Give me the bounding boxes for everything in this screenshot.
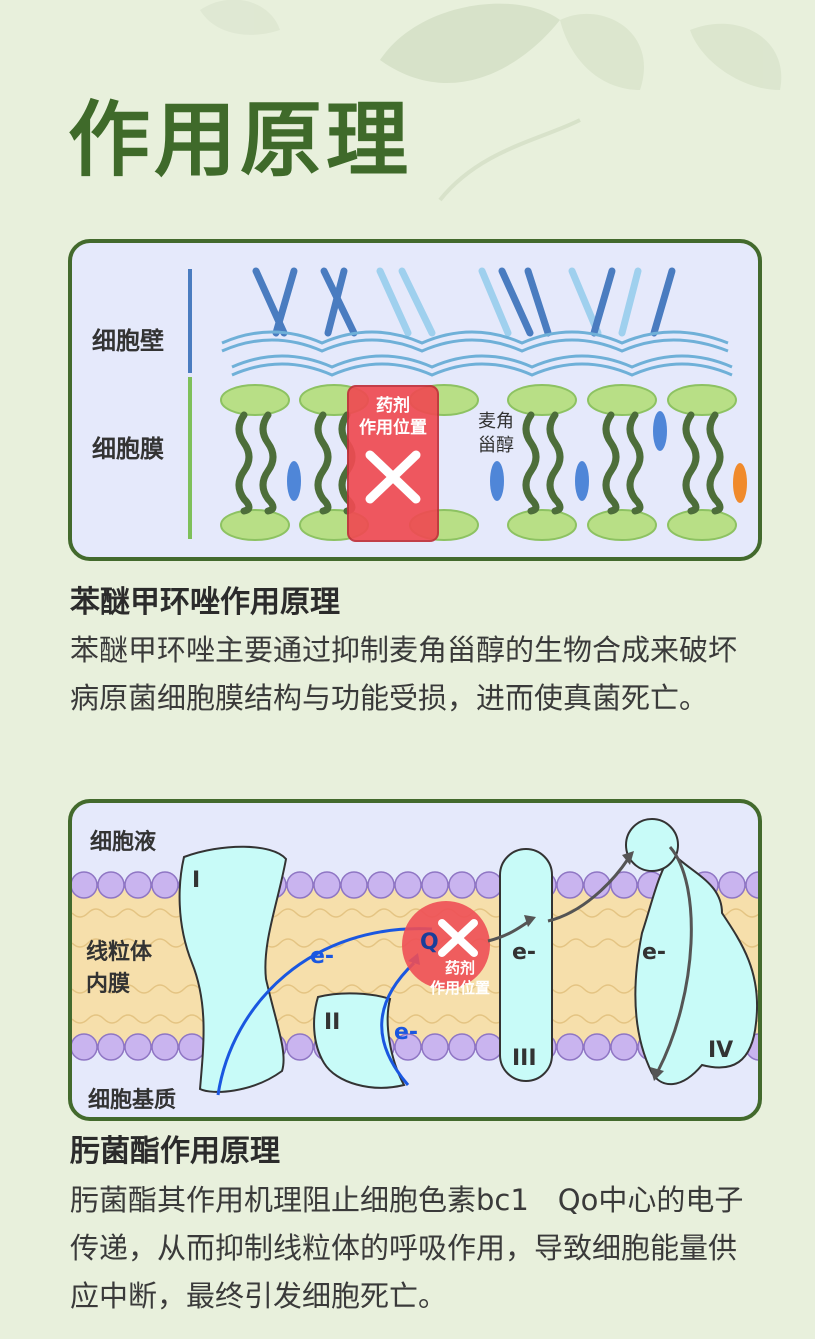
electron-flow-complex2 [380,961,416,1086]
complex-4-label: IV [708,1038,733,1063]
label-matrix: 细胞基质 [88,1087,176,1113]
drug-site-label-line1: 药剂 [376,395,410,416]
label-cell-wall: 细胞壁 [92,327,164,355]
complex-1 [178,845,288,1093]
complex-3-label: III [512,1046,537,1071]
page-title: 作用原理 [68,93,413,188]
drug-site-box: 药剂 作用位置 [347,385,439,542]
complex-2-label: II [324,1010,340,1035]
complex-1-label: I [192,868,200,893]
block-x-icon [365,450,421,504]
cell-membrane-diagram: 细胞壁 细胞膜 [68,239,762,561]
complex-2-electron: e- [394,1020,418,1045]
qo-drug-label-line2: 作用位置 [430,979,490,997]
label-inner-membrane-line1: 线粒体 [86,939,153,965]
label-inner-membrane-line2: 内膜 [86,972,130,997]
complex-4 [634,851,758,1086]
complex-3-electron: e- [512,940,536,965]
qo-block-x-icon [438,919,478,957]
arrow-to-cytochrome-c [547,858,630,923]
mitochondria-diagram: 细胞液 线粒体 内膜 细胞基质 I II III e- IV e- e- e- … [68,799,762,1121]
section2-heading: 肟菌酯作用原理 [70,1134,280,1169]
cytochrome-c [625,818,679,872]
section1-heading: 苯醚甲环唑作用原理 [70,585,340,620]
complex-3 [499,848,553,1082]
drug-site-label-line2: 作用位置 [359,417,427,438]
lipid-bilayer [220,384,747,541]
section2-body: 肟菌酯其作用机理阻止细胞色素bc1 Qo中心的电子传递，从而抑制线粒体的呼吸作用… [70,1183,744,1313]
section1-body: 苯醚甲环唑主要通过抑制麦角甾醇的生物合成来破坏病原菌细胞膜结构与功能受损，进而使… [70,633,738,715]
complex-1-electron: e- [310,944,334,969]
leaf-decoration [200,0,782,202]
arrow-through-complex4 [656,846,693,1072]
electron-flow-complex1 [216,927,433,1096]
cell-wall-arcs [221,330,733,377]
ergosterol-label-line1: 麦角 [478,411,514,432]
cell-wall-fibers [252,267,676,337]
label-cell-membrane: 细胞膜 [92,435,164,463]
qo-drug-label-line1: 药剂 [445,959,475,977]
qo-label: Q [420,930,439,955]
complex-4-electron: e- [642,940,666,965]
label-cytosol: 细胞液 [90,829,156,855]
ergosterol-label-line2: 甾醇 [478,435,514,456]
